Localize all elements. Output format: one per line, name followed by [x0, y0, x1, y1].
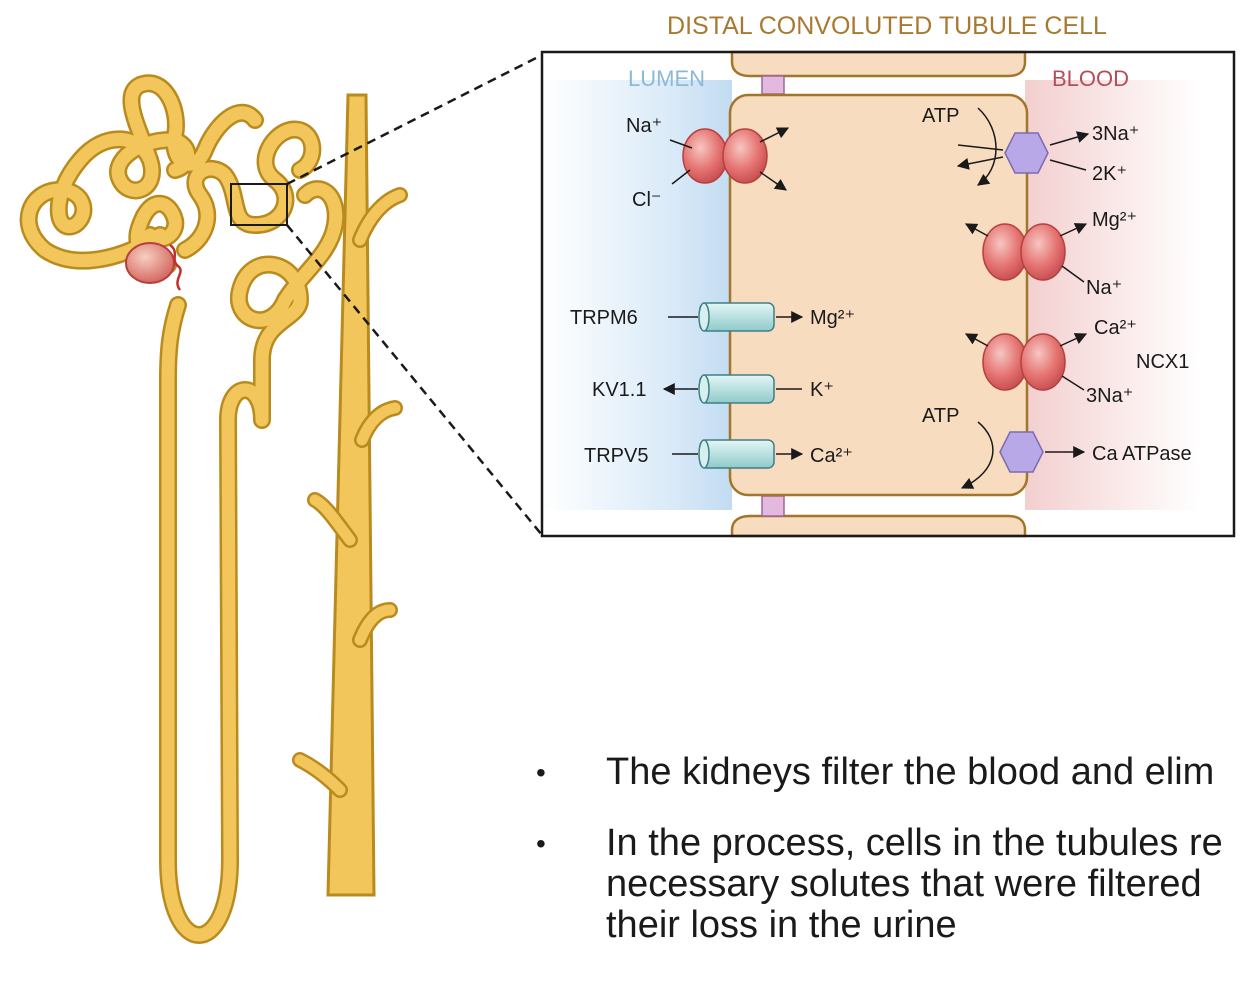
zoom-box [230, 183, 288, 226]
blood-label: BLOOD [1052, 66, 1129, 91]
atp-top-label: ATP [922, 105, 959, 127]
kv11-label: KV1.1 [592, 379, 646, 401]
ncx1-label: NCX1 [1136, 351, 1189, 373]
na3-label: 3Na⁺ [1092, 123, 1139, 145]
bullet-line: necessary solutes that were filtered [606, 863, 1202, 905]
trpv5-label: TRPV5 [584, 445, 648, 467]
bullet-item: The kidneys filter the blood and elim [536, 752, 1256, 793]
ncx1-exchanger [964, 333, 1088, 391]
atp-bottom-label: ATP [922, 405, 959, 427]
na-basolateral-label: Na⁺ [1086, 277, 1122, 299]
trpm6-mg-label: Mg²⁺ [810, 307, 855, 329]
trpv5-channel [672, 439, 804, 469]
ca-atpase-pump [960, 421, 1086, 489]
cell-panel [540, 50, 1236, 538]
kv11-channel [662, 374, 802, 404]
mg-basolateral-label: Mg²⁺ [1092, 209, 1137, 231]
ca-atpase-label: Ca ATPase [1092, 443, 1192, 465]
kv11-k-label: K⁺ [810, 379, 834, 401]
lumen-label: LUMEN [628, 66, 705, 91]
nephron-illustration [19, 53, 543, 944]
dct-cell [728, 93, 1029, 497]
na-k-atpase [956, 107, 1090, 186]
trpm6-channel [668, 302, 804, 332]
bullet-line: their loss in the urine [606, 904, 957, 946]
ca-basolateral-label: Ca²⁺ [1094, 317, 1137, 339]
trpm6-label: TRPM6 [570, 307, 638, 329]
bullet-item: In the process, cells in the tubules re … [536, 823, 1256, 946]
k2-label: 2K⁺ [1092, 163, 1127, 185]
bullet-line: In the process, cells in the tubules re [606, 822, 1223, 864]
panel-title: DISTAL CONVOLUTED TUBULE CELL [667, 12, 1107, 40]
bullet-line: The kidneys filter the blood and elim [606, 752, 1215, 793]
glomerulus [125, 242, 182, 291]
trpv5-ca-label: Ca²⁺ [810, 445, 853, 467]
mg-na-exchanger [964, 223, 1088, 283]
ncc-cotransporter [669, 127, 790, 191]
na3-ncx-label: 3Na⁺ [1086, 385, 1133, 407]
na-label: Na⁺ [626, 115, 662, 137]
collecting-duct [292, 93, 408, 897]
cl-label: Cl⁻ [632, 189, 661, 211]
bullet-list: The kidneys filter the blood and elim In… [536, 752, 1256, 1000]
